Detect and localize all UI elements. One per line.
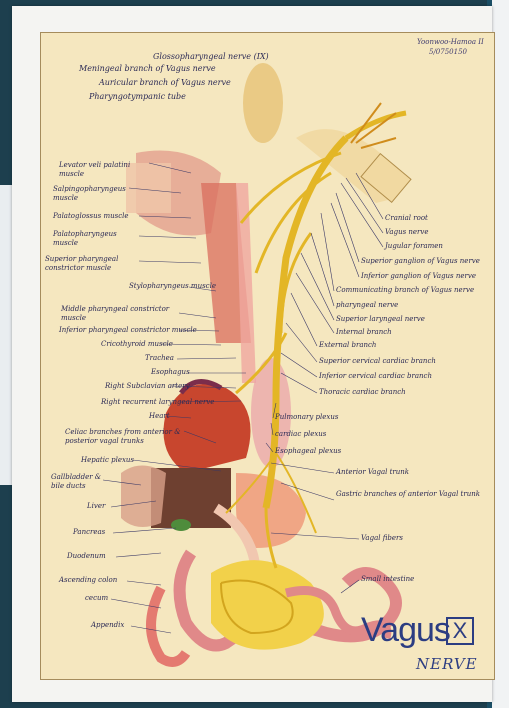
label-hepatic-plexus: Hepatic plexus [81,457,134,464]
small-intestine-fat [211,560,324,650]
label-right-recurrent-laryngeal: Right recurrent laryngeal nerve [101,399,214,406]
label-gallbladder-bile-ducts: Gallbladder & bile ducts [51,473,111,491]
label-esophagus: Esophagus [151,369,190,376]
label-pulmonary-plexus: Pulmonary plexus [275,414,338,421]
label-anterior-vagal-trunk: Anterior Vagal trunk [336,469,409,476]
drawing-sheet: Yoonwoo-Hamoa II 5/0750150 Glossopharyng… [40,32,495,680]
label-esophageal-plexus: Esophageal plexus [275,448,341,455]
label-ascending-colon: Ascending colon [59,577,117,584]
label-cranial-root: Cranial root [385,215,428,222]
label-jugular-foramen: Jugular foramen [385,243,443,250]
label-cricothyroid: Cricothyroid muscle [101,341,173,348]
label-auricular-branch: Auricular branch of Vagus nerve [99,79,231,87]
label-trachea: Trachea [145,355,174,362]
author-id: 5/0750150 [429,49,467,56]
ear-structure [243,63,283,143]
label-middle-pharyngeal-constrictor: Middle pharyngeal constrictor muscle [61,305,181,323]
title-nerve: NERVE [416,655,478,673]
label-salpingopharyngeus: Salpingopharyngeus muscle [53,185,133,203]
photo-frame: Yoonwoo-Hamoa II 5/0750150 Glossopharyng… [12,6,492,702]
gallbladder [171,519,191,531]
label-cecum: cecum [85,595,108,602]
label-appendix: Appendix [91,622,124,629]
label-liver: Liver [87,503,105,510]
label-inferior-ganglion: Inferior ganglion of Vagus nerve [361,273,476,280]
label-external-branch: External branch [319,342,376,349]
label-thoracic-cardiac: Thoracic cardiac branch [319,389,406,396]
label-heart: Heart [149,413,170,420]
label-inferior-pharyngeal-constrictor: Inferior pharyngeal constrictor muscle [59,327,197,334]
label-cardiac-plexus: cardiac plexus [275,431,326,438]
label-meningeal-branch: Meningeal branch of Vagus nerve [79,65,216,73]
label-gastric-branches: Gastric branches of anterior Vagal trunk [336,489,481,499]
label-vagus-nerve: Vagus nerve [385,229,429,236]
label-superior-ganglion: Superior ganglion of Vagus nerve [361,258,480,265]
label-palatopharyngeus: Palatopharyngeus muscle [53,230,133,248]
label-internal-branch: Internal branch [336,329,392,336]
label-inferior-cervical-cardiac: Inferior cervical cardiac branch [319,373,432,380]
label-palatoglossus: Palatoglossus muscle [53,213,129,220]
label-right-subclavian-artery: Right Subclavian artery [105,383,190,390]
label-superior-pharyngeal-constrictor: Superior pharyngeal constrictor muscle [45,255,140,273]
label-pharyngeal-nerve: pharyngeal nerve [336,302,398,309]
label-pharyngotympanic-tube: Pharyngotympanic tube [89,93,186,101]
label-pancreas: Pancreas [73,529,105,536]
author-name: Yoonwoo-Hamoa II [417,39,484,46]
trachea [236,183,256,383]
label-superior-laryngeal-nerve: Superior laryngeal nerve [336,316,425,323]
title-vagus: Vagus [361,611,450,650]
label-communicating-branch: Communicating branch of Vagus nerve [336,287,474,294]
label-duodenum: Duodenum [67,553,106,560]
title-roman-numeral: X [446,617,474,645]
label-stylopharyngeus: Stylopharyngeus muscle [129,283,216,290]
label-superior-cervical-cardiac: Superior cervical cardiac branch [319,358,436,365]
label-small-intestine: Small intestine [361,576,414,583]
label-levator-veli-palatini: Levator veli palatini muscle [59,161,149,179]
label-vagal-fibers: Vagal fibers [361,535,403,542]
label-celiac-branches: Celiac branches from anterior & posterio… [65,428,185,446]
label-glossopharyngeal-nerve: Glossopharyngeal nerve (IX) [153,53,269,61]
